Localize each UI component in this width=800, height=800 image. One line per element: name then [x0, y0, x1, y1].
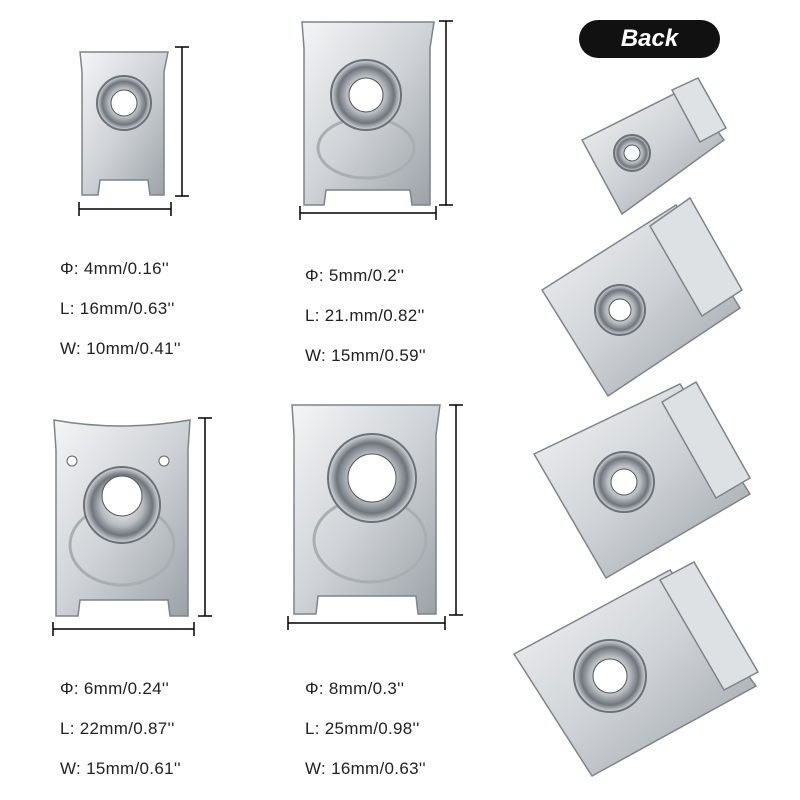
spec-width: W: 15mm/0.61'' [60, 759, 181, 778]
spec-group-4mm: Φ: 4mm/0.16'' L: 16mm/0.63'' W: 10mm/0.4… [60, 249, 181, 369]
spec-group-6mm: Φ: 6mm/0.24'' L: 22mm/0.87'' W: 15mm/0.6… [60, 669, 181, 789]
spec-diameter: Φ: 8mm/0.3'' [305, 679, 405, 698]
spec-length: L: 25mm/0.98'' [305, 719, 420, 738]
spec-diameter: Φ: 5mm/0.2'' [305, 266, 405, 285]
spec-length: L: 22mm/0.87'' [60, 719, 175, 738]
spec-width: W: 16mm/0.63'' [305, 759, 426, 778]
spec-width: W: 10mm/0.41'' [60, 339, 181, 358]
back-view-label: Back [579, 20, 720, 58]
spec-group-8mm: Φ: 8mm/0.3'' L: 25mm/0.98'' W: 16mm/0.63… [305, 669, 426, 789]
spec-group-5mm: Φ: 5mm/0.2'' L: 21.mm/0.82'' W: 15mm/0.5… [305, 256, 426, 376]
spec-diameter: Φ: 6mm/0.24'' [60, 679, 169, 698]
spec-diameter: Φ: 4mm/0.16'' [60, 259, 169, 278]
spec-width: W: 15mm/0.59'' [305, 346, 426, 365]
spec-length: L: 21.mm/0.82'' [305, 306, 425, 325]
spec-length: L: 16mm/0.63'' [60, 299, 175, 318]
